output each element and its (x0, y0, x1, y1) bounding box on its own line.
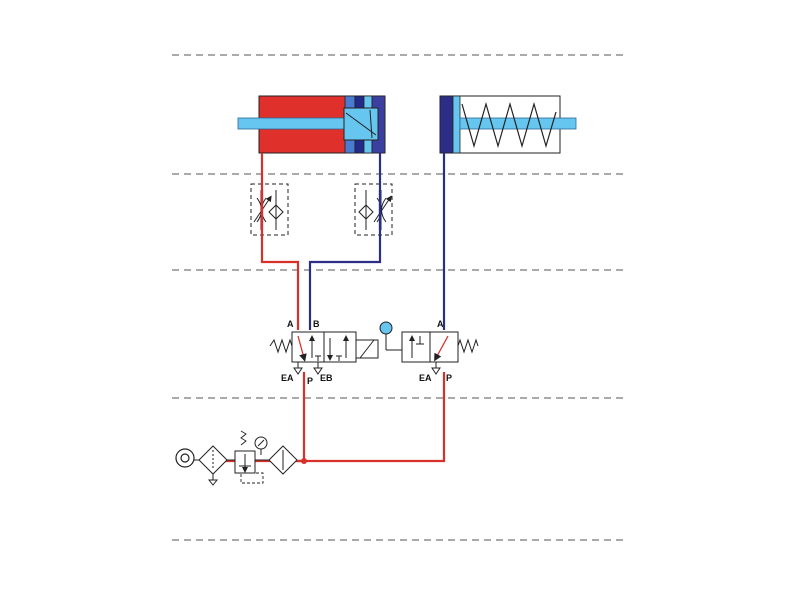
valve-left-port-ea: EA (281, 373, 294, 383)
push-button-icon (379, 321, 402, 351)
spring-icon (269, 338, 293, 354)
pressure-regulator-icon (234, 430, 264, 484)
valve-left-port-eb: EB (320, 373, 333, 383)
flow-control-valve-icon (354, 183, 393, 236)
filter-icon (198, 445, 228, 486)
exhaust-arrow-icon (313, 367, 323, 375)
valve-right-port-a: A (437, 319, 444, 329)
spring-icon (457, 338, 479, 354)
single-acting-spring-cylinder-icon (439, 95, 577, 154)
five-port-solenoid-valve-icon (269, 331, 379, 375)
lubricator-icon (268, 445, 298, 475)
exhaust-arrow-icon (293, 367, 303, 375)
pressure-lines (218, 153, 446, 463)
flow-control-valve-icon (250, 183, 289, 236)
section-dividers (172, 54, 624, 541)
return-lines (308, 153, 446, 330)
valve-right-port-ea: EA (419, 373, 432, 383)
valve-left-port-p: P (307, 376, 313, 386)
valve-right-port-p: P (446, 373, 452, 383)
pressure-gauge-icon (254, 436, 268, 455)
three-port-manual-valve-icon (379, 321, 479, 375)
exhaust-arrow-icon (431, 367, 441, 375)
air-source-icon (175, 448, 195, 468)
spring-icon (461, 101, 557, 149)
valve-left-port-b: B (313, 319, 320, 329)
valve-left-port-a: A (287, 319, 294, 329)
double-acting-cylinder-icon (237, 95, 386, 154)
